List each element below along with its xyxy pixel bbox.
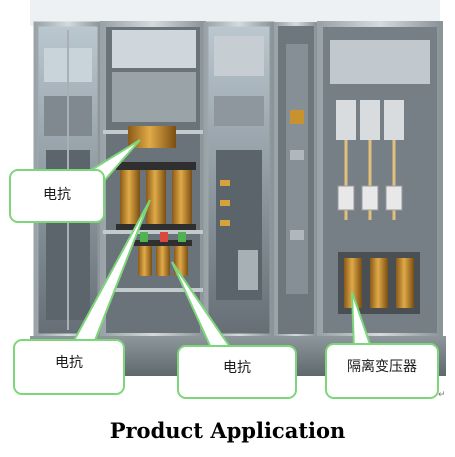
callout-box [13, 339, 125, 395]
callout-box [9, 169, 105, 223]
callout-label-isolation-transformer: 隔离变压器 [347, 359, 417, 375]
callout-box [325, 343, 439, 399]
callout-label-reactor-2: 电抗 [55, 355, 83, 371]
caption: Product Application [109, 418, 346, 443]
cabinet-photo [9, 0, 446, 399]
reactor-coil [138, 246, 152, 276]
callout-box [177, 345, 297, 399]
callout-label-reactor-1: 电抗 [43, 187, 71, 203]
paragraph-mark: ↵ [438, 390, 446, 400]
reactor-coil [172, 168, 192, 226]
reactor-coil [156, 246, 170, 276]
reactor-coil [146, 168, 166, 226]
reactor-coil [120, 168, 140, 226]
callout-label-reactor-3: 电抗 [223, 360, 251, 376]
